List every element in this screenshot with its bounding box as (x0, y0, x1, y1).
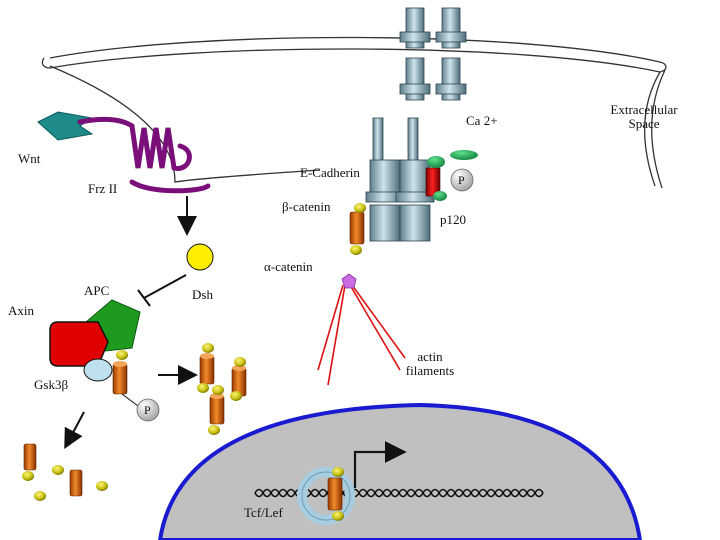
gsk3b-protein (83, 358, 113, 382)
e-cadherin-complex (365, 7, 467, 242)
inhibit-arrow (137, 274, 187, 307)
degraded-catenin-1 (23, 443, 37, 471)
frizzled-receptor (77, 116, 211, 194)
tcf-lef-label: Tcf/Lef (244, 505, 283, 520)
actin-filaments (317, 284, 406, 386)
axin-protein (49, 321, 109, 367)
degraded-head-4 (96, 481, 108, 491)
transcription-arrow (353, 441, 407, 488)
phospho-label-lower: P (144, 403, 151, 417)
degraded-fragment-group (22, 443, 108, 501)
apc-label: APC (84, 283, 110, 298)
free-catenin-group (197, 343, 247, 435)
actin-label: actin filaments (394, 350, 466, 378)
p120-blob-1 (427, 156, 445, 168)
tcf-lef-ring (297, 467, 355, 525)
dsh-label: Dsh (192, 287, 213, 302)
p120-blob-3 (433, 191, 447, 201)
degraded-head-2 (34, 491, 46, 501)
degraded-catenin-2 (69, 469, 83, 497)
cell-membrane (49, 36, 666, 189)
actin-line1: actin (417, 349, 443, 364)
wnt-label: Wnt (18, 151, 41, 166)
axin-label: Axin (8, 303, 34, 318)
catenin-nuclear (327, 467, 344, 521)
alpha-catenin-shape (341, 273, 357, 289)
degradation-arrow (64, 411, 85, 450)
calcium-label: Ca 2+ (466, 113, 498, 128)
catenin-complex-bound (112, 350, 128, 395)
dsh-circle (186, 243, 214, 271)
alpha-catenin-label: α-catenin (264, 259, 313, 274)
ecadherin-label: E-Cadherin (300, 165, 360, 180)
extracellular-line1: Extracellular (610, 102, 678, 117)
frz-label: Frz II (88, 181, 118, 196)
degraded-head-3 (52, 465, 64, 475)
free-catenin-3 (208, 385, 225, 435)
catenin-membrane (349, 203, 366, 255)
membrane-outer-line (41, 57, 667, 73)
gsk3b-label: Gsk3β (34, 377, 69, 392)
extracellular-label: Extracellular Space (596, 103, 692, 131)
phospho-circle-lower (136, 398, 160, 422)
extracellular-line2: Space (628, 116, 660, 131)
nucleus (157, 402, 643, 540)
actin-line2: filaments (405, 363, 455, 378)
phospho-circle-upper (450, 168, 474, 192)
free-catenin-1 (197, 343, 215, 393)
phospho-label-upper: P (458, 173, 465, 187)
phospho-link (121, 393, 139, 407)
beta-catenin-label: β-catenin (282, 199, 331, 214)
degraded-head-1 (22, 471, 34, 481)
wnt-ligand (37, 111, 94, 141)
p120-blob-2 (450, 150, 478, 160)
p120-label: p120 (440, 212, 466, 227)
free-catenin-2 (230, 357, 247, 401)
